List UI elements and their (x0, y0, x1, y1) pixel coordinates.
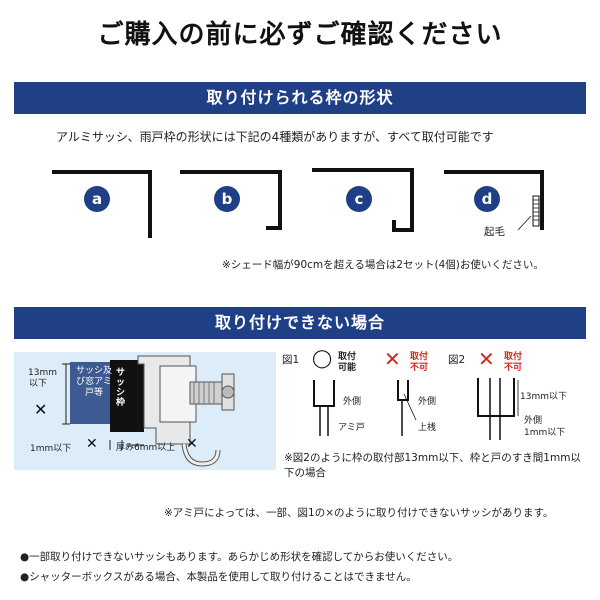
page-title: ご購入の前に必ずご確認ください (97, 20, 503, 50)
shape-label-c: c (346, 186, 372, 212)
mountable-shapes-intro: アルミサッシ、雨戸枠の形状には下記の4種類がありますが、すべて取付可能です (56, 130, 494, 144)
shade-width-note: ※シェード幅が90cmを超える場合は2セット(4個)お使いください。 (222, 259, 544, 271)
shape-d-note: 起毛 (484, 226, 505, 238)
fig1-ok-symbol: ◯ (312, 348, 333, 369)
fig1-upper-frame: 上桟 (418, 423, 437, 433)
fig1-screen-door: アミ戸 (338, 423, 365, 433)
fig2-label: 図2 (448, 354, 466, 366)
fig1-outer-side: 外側 (343, 397, 362, 407)
fig1-ng-text: 取付不可 (410, 352, 429, 373)
shape-label-b: b (214, 186, 240, 212)
clamp-x-mark-gap: ✕ (86, 436, 98, 452)
fig2-drawing (477, 378, 519, 440)
fig1-drawing (313, 380, 417, 436)
frame-shapes-diagram (52, 168, 544, 238)
clamp-dim-thickness: 厚み6mm以上 (116, 443, 176, 453)
frame-shape-a (52, 170, 152, 238)
frame-shape-c (312, 168, 414, 232)
clamp-x-mark-thickness: ✕ (186, 436, 198, 452)
bullet-item-1: ●一部取り付けできないサッシもあります。あらかじめ形状を確認してからお使いくださ… (20, 551, 459, 563)
fig2-ng-text: 取付不可 (504, 352, 523, 373)
sash-frame-label: サッシ枠 (116, 368, 126, 408)
shape-label-d: d (474, 186, 500, 212)
shape-label-a: a (84, 186, 110, 212)
clamp-dim-gap: 1mm以下 (30, 444, 72, 454)
fig2-outer-side: 外側 (524, 416, 543, 426)
fig2-dim-13: 13mm以下 (520, 392, 567, 402)
fig1-ng-outer-side: 外側 (418, 397, 437, 407)
section-header-unmountable: 取り付けできない場合 (14, 307, 586, 339)
frame-shape-b (180, 170, 282, 230)
fig2-dim-1: 1mm以下 (524, 428, 566, 438)
clamp-dim-vertical: 13mm以下 (28, 368, 57, 389)
clamp-diagram (62, 355, 235, 467)
fig1-ng-symbol: ✕ (384, 347, 401, 371)
frame-shape-d (444, 170, 544, 231)
fig1-ok-text: 取付可能 (338, 352, 357, 373)
bullet-item-2: ●シャッターボックスがある場合、本製品を使用して取り付けることはできません。 (20, 571, 417, 583)
fig1-label: 図1 (282, 354, 300, 366)
window-panel-label: サッシ及び窓アミ戸等 (75, 366, 112, 398)
clamp-x-mark-left: ✕ (34, 400, 48, 419)
screen-door-note: ※アミ戸によっては、一部、図1の×のように取り付けできないサッシがあります。 (164, 507, 554, 519)
section-header-mountable-shapes: 取り付けられる枠の形状 (14, 82, 586, 114)
fig2-note: ※図2のように枠の取付部13mm以下、枠と戸のすき間1mm以下の場合 (284, 452, 581, 479)
fig2-ng-symbol: ✕ (478, 347, 495, 371)
